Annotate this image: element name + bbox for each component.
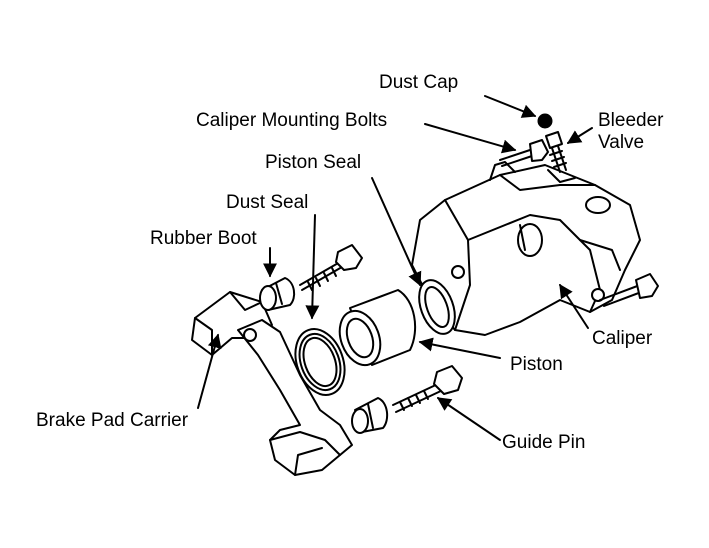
- arrow-brake-pad-carrier: [197, 333, 222, 409]
- arrow-guide-pin: [436, 397, 501, 441]
- arrow-piston-seal: [371, 177, 422, 287]
- label-bleeder-valve-line2: Valve: [598, 132, 645, 153]
- rubber-boot: [259, 277, 296, 311]
- arrow-caliper: [559, 283, 589, 329]
- arrow-dust-seal: [305, 214, 320, 320]
- bleeder-valve: [545, 131, 567, 173]
- caliper-body: [411, 161, 641, 336]
- label-bleeder-valve-line1: Bleeder: [598, 110, 664, 131]
- arrow-mounting-bolts: [424, 123, 517, 154]
- label-dust-seal: Dust Seal: [226, 192, 309, 213]
- label-dust-cap: Dust Cap: [379, 72, 459, 93]
- right-mounting-bolt: [599, 273, 659, 307]
- lower-rubber-boot: [351, 397, 389, 434]
- label-guide-pin: Guide Pin: [502, 432, 586, 453]
- label-piston: Piston: [510, 354, 563, 375]
- arrow-piston: [418, 337, 501, 359]
- piston-seal: [418, 279, 456, 335]
- dust-cap: [537, 113, 553, 129]
- guide-pin-bolt: [392, 365, 463, 413]
- arrow-bleeder-valve: [566, 127, 593, 144]
- caliper-mounting-bolt: [499, 139, 549, 167]
- label-piston-seal: Piston Seal: [265, 152, 362, 173]
- label-caliper: Caliper: [592, 328, 653, 349]
- piston: [338, 289, 417, 367]
- label-caliper-mounting-bolts: Caliper Mounting Bolts: [196, 110, 388, 131]
- label-brake-pad-carrier: Brake Pad Carrier: [36, 410, 189, 431]
- leader-arrows: [197, 95, 593, 441]
- arrow-dust-cap: [484, 95, 537, 118]
- label-rubber-boot: Rubber Boot: [150, 228, 257, 249]
- top-guide-bolt: [299, 244, 363, 291]
